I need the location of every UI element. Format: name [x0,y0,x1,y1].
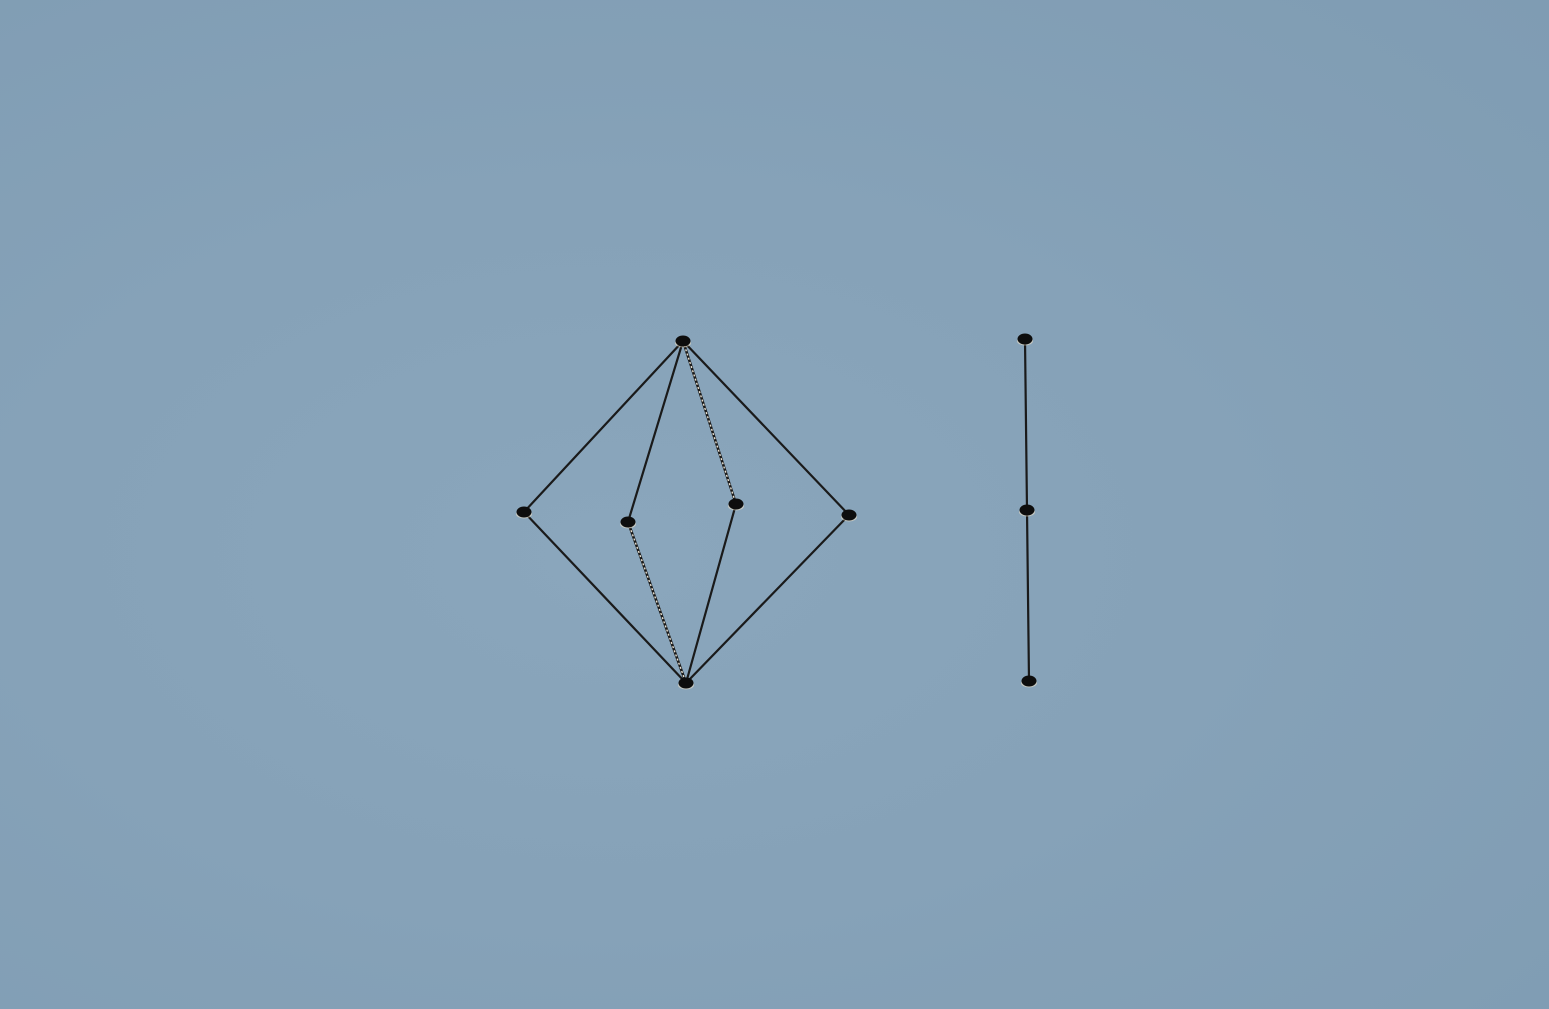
chain-diagram [1017,333,1037,688]
edge-top-inner-right [681,339,738,506]
node-chain-bottom [1021,675,1037,688]
edge-top-left [522,339,685,514]
edge-left-bottom [522,510,688,685]
node-lattice-diamond-left [516,506,532,519]
lattice-diamond-diagram [516,335,857,690]
node-chain-top [1017,333,1033,346]
edge-right-bottom [684,513,851,685]
node-dot [678,677,694,689]
node-dot [1021,675,1037,687]
edge-inner-left-bottom-dots [627,521,687,684]
node-dot [728,498,744,510]
node-lattice-diamond-top [675,335,691,348]
node-lattice-diamond-right [841,509,857,522]
edge-inner-right-bottom [684,502,738,685]
edge-top-right [681,339,851,517]
node-dot [516,506,532,518]
node-lattice-diamond-inner-left [620,516,636,529]
node-dot [1017,333,1033,345]
edge-middle-bottom [1025,508,1031,683]
node-chain-middle [1019,504,1035,517]
node-lattice-diamond-inner-right [728,498,744,511]
edge-top-middle [1023,337,1029,512]
edge-top-inner-left [626,339,685,524]
node-dot [841,509,857,521]
node-dot [1019,504,1035,516]
node-dot [675,335,691,347]
node-lattice-diamond-bottom [678,677,694,690]
node-dot [620,516,636,528]
